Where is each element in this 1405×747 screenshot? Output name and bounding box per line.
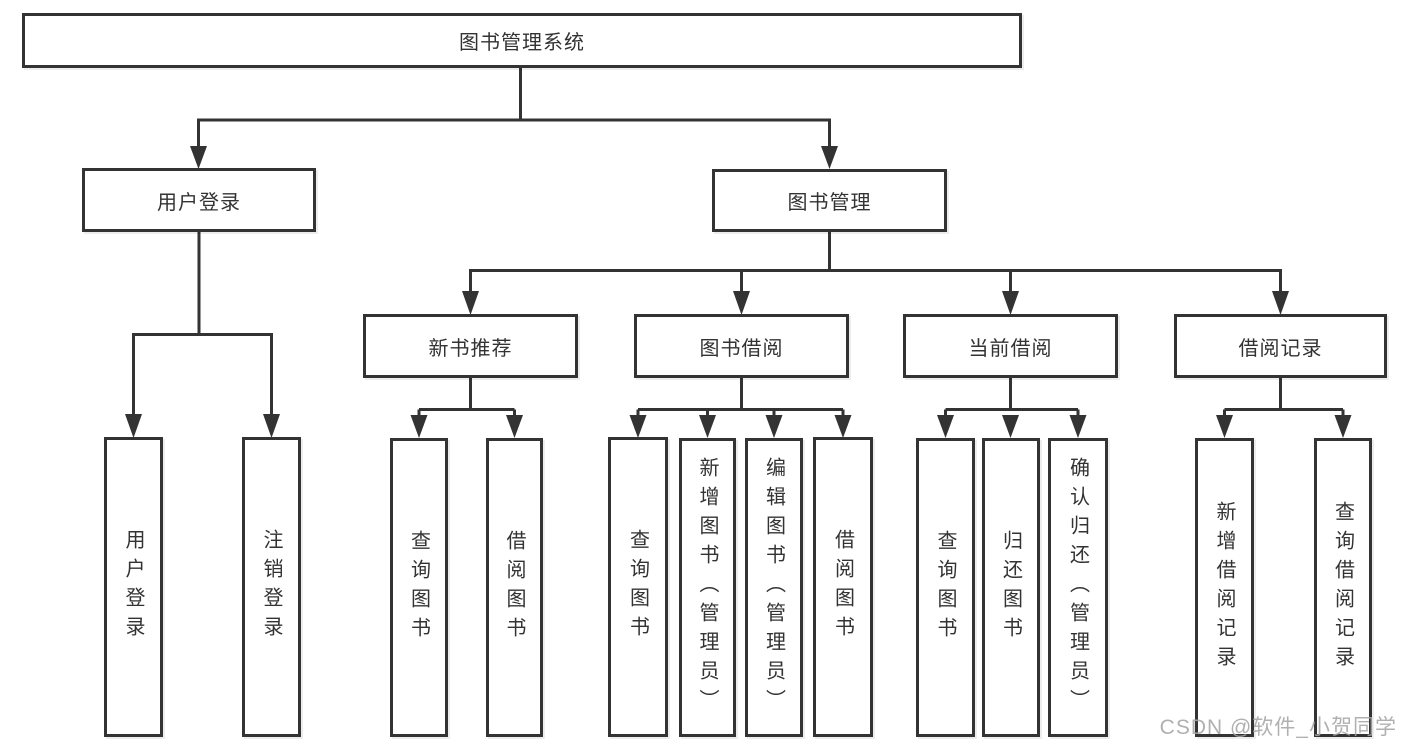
leaf-add-borrow-record: 新增借阅记录 (1195, 438, 1254, 737)
leaf-query-books-borrowing: 查询图书 (608, 437, 668, 737)
leaf-query-books-current-label: 查询图书 (934, 529, 956, 646)
node-book-borrowing: 图书借阅 (634, 314, 849, 378)
node-new-book-recommendation-label: 新书推荐 (428, 337, 513, 360)
node-book-management-label: 图书管理 (787, 192, 872, 214)
leaf-borrow-books-borrowing-label: 借阅图书 (831, 529, 854, 645)
leaf-add-book-admin-label: 新增图书（管理员） (696, 457, 718, 718)
leaf-add-book-admin: 新增图书（管理员） (679, 438, 736, 737)
leaf-user-login-label: 用户登录 (122, 529, 144, 645)
leaf-borrow-books-recommend: 借阅图书 (486, 438, 543, 737)
leaf-user-login: 用户登录 (104, 437, 163, 737)
leaf-query-books-recommend-label: 查询图书 (407, 529, 430, 646)
node-root-label: 图书管理系统 (459, 32, 585, 54)
leaf-borrow-books-borrowing: 借阅图书 (813, 437, 873, 737)
leaf-confirm-return-admin-label: 确认归还（管理员） (1066, 457, 1089, 718)
node-current-borrowing-label: 当前借阅 (968, 337, 1053, 360)
leaf-edit-book-admin: 编辑图书（管理员） (745, 438, 803, 737)
leaf-confirm-return-admin: 确认归还（管理员） (1048, 438, 1108, 737)
node-root: 图书管理系统 (22, 13, 1022, 68)
node-book-management: 图书管理 (712, 169, 947, 232)
node-user-login: 用户登录 (82, 168, 316, 232)
leaf-query-borrow-record: 查询借阅记录 (1314, 438, 1372, 737)
leaf-edit-book-admin-label: 编辑图书（管理员） (762, 457, 785, 718)
node-borrow-records-label: 借阅记录 (1238, 337, 1323, 360)
leaf-logout: 注销登录 (242, 437, 301, 737)
arrowheads (125, 146, 1352, 438)
leaf-query-books-borrowing-label: 查询图书 (626, 529, 649, 645)
leaf-query-borrow-record-label: 查询借阅记录 (1331, 500, 1354, 675)
node-new-book-recommendation: 新书推荐 (363, 314, 578, 378)
leaf-query-books-recommend: 查询图书 (390, 438, 448, 737)
leaf-query-books-current: 查询图书 (916, 438, 975, 737)
leaf-add-borrow-record-label: 新增借阅记录 (1213, 500, 1235, 675)
node-book-borrowing-label: 图书借阅 (699, 337, 784, 360)
node-borrow-records: 借阅记录 (1174, 314, 1387, 378)
leaf-logout-label: 注销登录 (260, 529, 282, 645)
node-user-login-label: 用户登录 (157, 191, 241, 214)
node-current-borrowing: 当前借阅 (903, 314, 1118, 378)
leaf-borrow-books-recommend-label: 借阅图书 (503, 529, 525, 646)
leaf-return-books: 归还图书 (982, 438, 1040, 737)
csdn-watermark: CSDN @软件_小贺同学 (1159, 716, 1397, 739)
leaf-return-books-label: 归还图书 (999, 529, 1022, 646)
